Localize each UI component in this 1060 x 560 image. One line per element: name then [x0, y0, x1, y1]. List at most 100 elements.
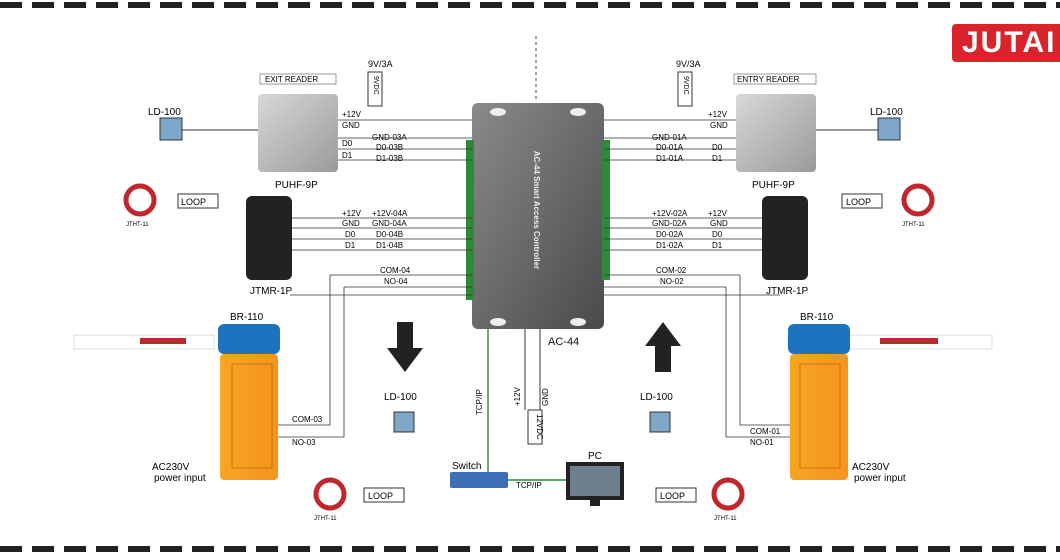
barrier-right: BR-110 AC230V power input — [788, 312, 993, 484]
entry-reader-psu: 9V/3A 9VDC — [676, 59, 701, 107]
wires-reader-04 — [292, 217, 472, 251]
svg-text:+12V: +12V — [708, 209, 728, 218]
svg-text:AC230V: AC230V — [852, 462, 890, 473]
svg-text:GND: GND — [342, 219, 360, 228]
svg-text:BR-110: BR-110 — [230, 312, 264, 323]
svg-text:D1: D1 — [712, 154, 723, 163]
svg-text:ENTRY READER: ENTRY READER — [737, 75, 800, 84]
entry-reader: ENTRY READER PUHF-9P — [733, 73, 817, 191]
svg-text:LD-100: LD-100 — [870, 107, 903, 118]
svg-text:GND-01A: GND-01A — [652, 133, 687, 142]
exit-reader: EXIT READER PUHF-9P — [258, 73, 338, 191]
card-reader-left: JTMR-1P — [246, 196, 293, 297]
pc: PC — [566, 451, 624, 506]
svg-text:9VDC: 9VDC — [372, 76, 379, 95]
svg-text:GND-04A: GND-04A — [372, 219, 407, 228]
svg-text:GND-02A: GND-02A — [652, 219, 687, 228]
svg-text:LOOP: LOOP — [660, 491, 685, 501]
svg-text:+12V: +12V — [342, 209, 362, 218]
svg-text:BR-110: BR-110 — [800, 312, 834, 323]
svg-text:LOOP: LOOP — [846, 197, 871, 207]
svg-text:D1: D1 — [345, 241, 356, 250]
svg-text:D0: D0 — [345, 230, 356, 239]
svg-text:NO-01: NO-01 — [750, 438, 774, 447]
svg-text:GND: GND — [342, 121, 360, 130]
svg-text:GND-03A: GND-03A — [372, 133, 407, 142]
svg-text:EXIT READER: EXIT READER — [265, 75, 318, 84]
svg-text:12VDC: 12VDC — [535, 414, 544, 440]
svg-text:TCP/IP: TCP/IP — [475, 389, 484, 415]
loop-detector-2: LD-100 LOOP JTHT-11 — [816, 107, 935, 228]
svg-text:9VDC: 9VDC — [682, 76, 689, 95]
svg-text:JTMR-1P: JTMR-1P — [766, 286, 809, 297]
exit-reader-psu: 9V/3A 9VDC — [367, 59, 393, 107]
svg-text:LD-100: LD-100 — [148, 107, 181, 118]
controller-ac44: AC-44 Smart Access Controller — [466, 103, 610, 329]
svg-text:COM-03: COM-03 — [292, 415, 323, 424]
wires-reader-03 — [338, 119, 472, 161]
svg-text:power input: power input — [154, 473, 206, 484]
svg-text:AC230V: AC230V — [152, 462, 190, 473]
svg-text:D1-04B: D1-04B — [376, 241, 403, 250]
wires-reader-01 — [604, 119, 736, 161]
controller-name: AC-44 — [548, 336, 579, 348]
relay-wires — [276, 274, 790, 438]
svg-text:Switch: Switch — [452, 461, 481, 472]
svg-text:JTHT-11: JTHT-11 — [314, 516, 337, 522]
svg-text:9V/3A: 9V/3A — [368, 59, 393, 69]
svg-text:D1: D1 — [342, 151, 353, 160]
svg-text:D0-03B: D0-03B — [376, 143, 403, 152]
network-switch: Switch — [450, 461, 508, 488]
svg-text:9V/3A: 9V/3A — [676, 59, 701, 69]
svg-text:COM-04: COM-04 — [380, 266, 411, 275]
card-reader-right: JTMR-1P — [762, 196, 809, 297]
svg-text:+12V-02A: +12V-02A — [652, 209, 688, 218]
svg-text:D0-01A: D0-01A — [656, 143, 684, 152]
wires-reader-02 — [604, 217, 762, 251]
svg-text:D1-01A: D1-01A — [656, 154, 684, 163]
svg-text:GND: GND — [710, 121, 728, 130]
controller-title: AC-44 Smart Access Controller — [532, 151, 541, 269]
svg-text:D0: D0 — [712, 230, 723, 239]
controller-psu: 12VDC +12V GND — [513, 329, 550, 445]
svg-text:+12V: +12V — [708, 110, 728, 119]
svg-text:COM-01: COM-01 — [750, 427, 781, 436]
loop-detector-1: LD-100 LOOP JTHT-11 — [123, 107, 258, 228]
svg-text:COM-02: COM-02 — [656, 266, 687, 275]
svg-text:D0: D0 — [342, 139, 353, 148]
svg-text:JTHT-11: JTHT-11 — [126, 222, 149, 228]
svg-text:LD-100: LD-100 — [640, 392, 673, 403]
svg-text:NO-03: NO-03 — [292, 438, 316, 447]
brand-logo: JUTAI — [952, 24, 1060, 62]
svg-text:D0-04B: D0-04B — [376, 230, 403, 239]
svg-text:NO-02: NO-02 — [660, 277, 684, 286]
svg-text:power input: power input — [854, 473, 906, 484]
arrow-up-icon — [645, 322, 681, 372]
svg-text:LD-100: LD-100 — [384, 392, 417, 403]
svg-text:D1-03B: D1-03B — [376, 154, 403, 163]
svg-text:NO-04: NO-04 — [384, 277, 408, 286]
svg-text:PUHF-9P: PUHF-9P — [752, 180, 795, 191]
barrier-left: BR-110 AC230V power input — [73, 312, 280, 484]
svg-text:+12V: +12V — [342, 110, 362, 119]
svg-text:JTHT-11: JTHT-11 — [714, 516, 737, 522]
svg-text:TCP/IP: TCP/IP — [516, 481, 542, 490]
loop-detector-4: LD-100 LOOP JTHT-11 — [640, 392, 745, 522]
svg-text:PUHF-9P: PUHF-9P — [275, 180, 318, 191]
svg-text:PC: PC — [588, 451, 602, 462]
svg-text:D1-02A: D1-02A — [656, 241, 684, 250]
svg-text:D1: D1 — [712, 241, 723, 250]
svg-text:GND: GND — [710, 219, 728, 228]
svg-text:D0-02A: D0-02A — [656, 230, 684, 239]
svg-text:LOOP: LOOP — [181, 197, 206, 207]
svg-text:JTMR-1P: JTMR-1P — [250, 286, 293, 297]
network: TCP/IP TCP/IP — [475, 329, 566, 490]
loop-detector-3: LD-100 LOOP JTHT-11 — [313, 392, 417, 522]
svg-text:JTHT-11: JTHT-11 — [902, 222, 925, 228]
svg-text:+12V: +12V — [513, 386, 522, 406]
svg-text:LOOP: LOOP — [368, 491, 393, 501]
svg-text:GND: GND — [541, 388, 550, 406]
svg-text:+12V-04A: +12V-04A — [372, 209, 408, 218]
